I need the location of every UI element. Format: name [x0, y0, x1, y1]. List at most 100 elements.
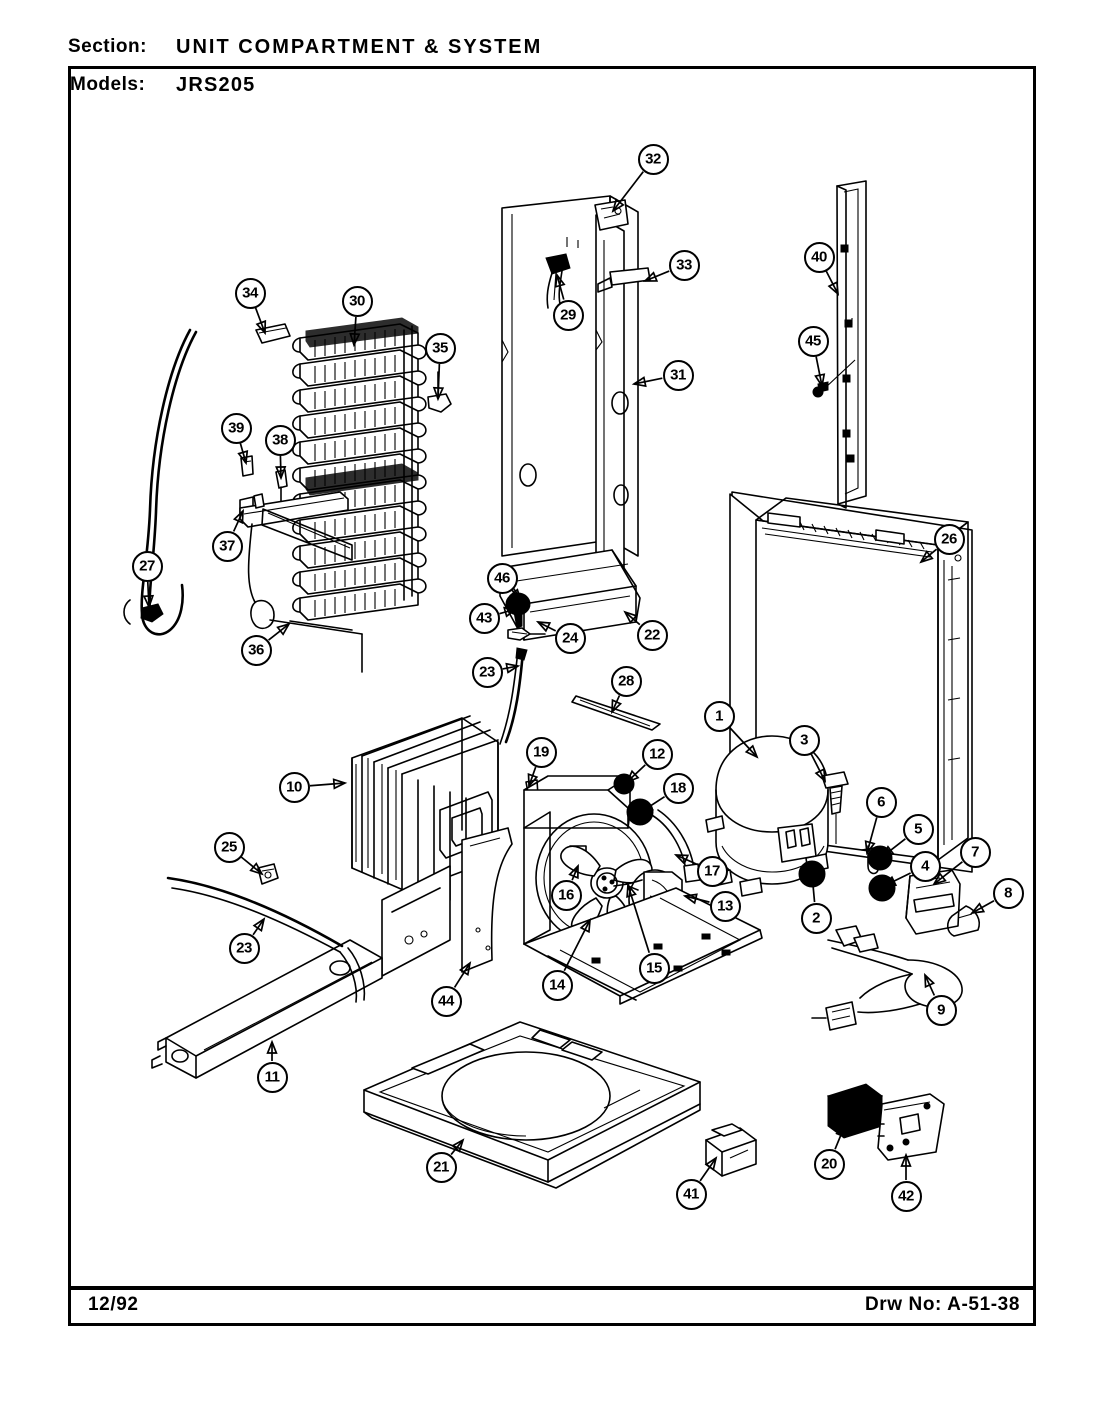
- callout-trim-screw[interactable]: 45: [797, 325, 829, 357]
- callout-tube-grommet[interactable]: 18: [662, 772, 694, 804]
- callout-number: 8: [1004, 884, 1012, 901]
- callout-overload-grommet[interactable]: 4: [909, 850, 941, 882]
- callout-number: 23: [236, 939, 252, 956]
- callout-number: 4: [921, 857, 929, 874]
- callout-drain-trough[interactable]: 22: [636, 619, 668, 651]
- section-title: UNIT COMPARTMENT & SYSTEM: [176, 36, 543, 58]
- callout-number: 7: [971, 843, 979, 860]
- callout-number: 6: [877, 793, 885, 810]
- callout-number: 27: [139, 557, 155, 574]
- callout-defrost-heater-bracket[interactable]: 37: [211, 530, 243, 562]
- callout-evaporator-coil[interactable]: 30: [341, 285, 373, 317]
- callout-number: 16: [558, 886, 574, 903]
- callout-capillary-tube[interactable]: 27: [131, 550, 163, 582]
- callout-number: 40: [811, 248, 827, 265]
- models-value: JRS205: [176, 74, 256, 96]
- callout-heater-clip[interactable]: 36: [240, 634, 272, 666]
- callout-air-baffle[interactable]: 44: [430, 985, 462, 1017]
- callout-number: 37: [219, 537, 235, 554]
- callout-compressor[interactable]: 1: [703, 700, 735, 732]
- callout-number: 2: [812, 909, 820, 926]
- diagram-frame: [68, 66, 1036, 1290]
- callout-drain-trough-support[interactable]: 28: [610, 665, 642, 697]
- callout-number: 22: [644, 626, 660, 643]
- footer-band: [68, 1286, 1036, 1326]
- callout-mounting-plate[interactable]: 42: [890, 1180, 922, 1212]
- callout-number: 18: [670, 779, 686, 796]
- callout-number: 19: [533, 743, 549, 760]
- callout-number: 43: [476, 609, 492, 626]
- callout-number: 26: [941, 530, 957, 547]
- callout-thermostat-clip[interactable]: 38: [264, 424, 296, 456]
- callout-drain-tube-lower[interactable]: 23: [228, 932, 260, 964]
- callout-number: 32: [645, 150, 661, 167]
- callout-number: 29: [560, 306, 576, 323]
- callout-number: 14: [549, 976, 565, 993]
- callout-compressor-grommet[interactable]: 2: [800, 902, 832, 934]
- callout-condenser-coil[interactable]: 10: [278, 771, 310, 803]
- callout-number: 9: [937, 1001, 945, 1018]
- callout-evaporator-cover-panel[interactable]: 31: [662, 359, 694, 391]
- callout-discharge-tube[interactable]: 17: [696, 855, 728, 887]
- callout-mounting-bracket-top[interactable]: 32: [637, 143, 669, 175]
- callout-number: 28: [618, 672, 634, 689]
- callout-overload-relay-cover[interactable]: 7: [959, 836, 991, 868]
- models-label: Models:: [70, 74, 146, 95]
- callout-coil-clip[interactable]: 19: [525, 736, 557, 768]
- callout-retainer-clip[interactable]: 8: [992, 877, 1024, 909]
- callout-number: 41: [683, 1185, 699, 1202]
- callout-start-relay[interactable]: 20: [813, 1148, 845, 1180]
- callout-number: 15: [646, 959, 662, 976]
- callout-number: 36: [248, 641, 264, 658]
- callout-number: 33: [676, 256, 692, 273]
- callout-number: 5: [914, 820, 922, 837]
- callout-wire-clip[interactable]: 39: [220, 412, 252, 444]
- callout-terminal-clip[interactable]: 6: [865, 786, 897, 818]
- callout-tube-grommet-lower[interactable]: 25: [213, 831, 245, 863]
- callout-number: 31: [670, 366, 686, 383]
- callout-number: 1: [715, 707, 723, 724]
- callout-number: 44: [438, 992, 454, 1009]
- callout-drain-clamp[interactable]: 24: [554, 622, 586, 654]
- callout-condenser-fan-motor[interactable]: 13: [709, 890, 741, 922]
- callout-relay-grommet[interactable]: 5: [902, 813, 934, 845]
- callout-number: 46: [494, 569, 510, 586]
- callout-number: 38: [272, 431, 288, 448]
- callout-defrost-timer-switch[interactable]: 41: [675, 1178, 707, 1210]
- callout-number: 20: [821, 1155, 837, 1172]
- callout-number: 13: [717, 897, 733, 914]
- callout-fan-motor-mount-bracket[interactable]: 15: [638, 952, 670, 984]
- callout-number: 12: [649, 745, 665, 762]
- drawing-number: Drw No: A-51-38: [864, 1294, 1020, 1315]
- section-label: Section:: [68, 36, 147, 57]
- callout-grommet-small[interactable]: 12: [641, 738, 673, 770]
- callout-drain-plug[interactable]: 43: [468, 602, 500, 634]
- callout-condenser-fan-blade[interactable]: 14: [541, 969, 573, 1001]
- callout-drain-cap[interactable]: 46: [486, 562, 518, 594]
- callout-number: 45: [805, 332, 821, 349]
- callout-front-rail-bracket[interactable]: 11: [256, 1061, 288, 1093]
- callout-number: 10: [286, 778, 302, 795]
- callout-compressor-mounting-stud[interactable]: 3: [788, 724, 820, 756]
- callout-wiring-harness[interactable]: 9: [925, 994, 957, 1026]
- callout-number: 42: [898, 1187, 914, 1204]
- callout-number: 3: [800, 731, 808, 748]
- callout-side-trim-strip[interactable]: 40: [803, 241, 835, 273]
- callout-number: 30: [349, 292, 365, 309]
- callout-number: 24: [562, 629, 578, 646]
- callout-drain-pan[interactable]: 21: [425, 1151, 457, 1183]
- callout-number: 34: [242, 284, 258, 301]
- callout-number: 11: [264, 1068, 280, 1085]
- callout-coil-retainer-clip[interactable]: 35: [424, 332, 456, 364]
- callout-evaporator-clip[interactable]: 34: [234, 277, 266, 309]
- callout-number: 35: [432, 339, 448, 356]
- callout-number: 21: [433, 1158, 449, 1175]
- callout-drain-tube[interactable]: 23: [471, 656, 503, 688]
- callout-rear-access-panel[interactable]: 26: [933, 523, 965, 555]
- revision-date: 12/92: [88, 1294, 139, 1315]
- callout-defrost-thermostat[interactable]: 29: [552, 299, 584, 331]
- callout-number: 39: [228, 419, 244, 436]
- callout-drain-fitting[interactable]: 33: [668, 249, 700, 281]
- callout-fan-shroud[interactable]: 16: [550, 879, 582, 911]
